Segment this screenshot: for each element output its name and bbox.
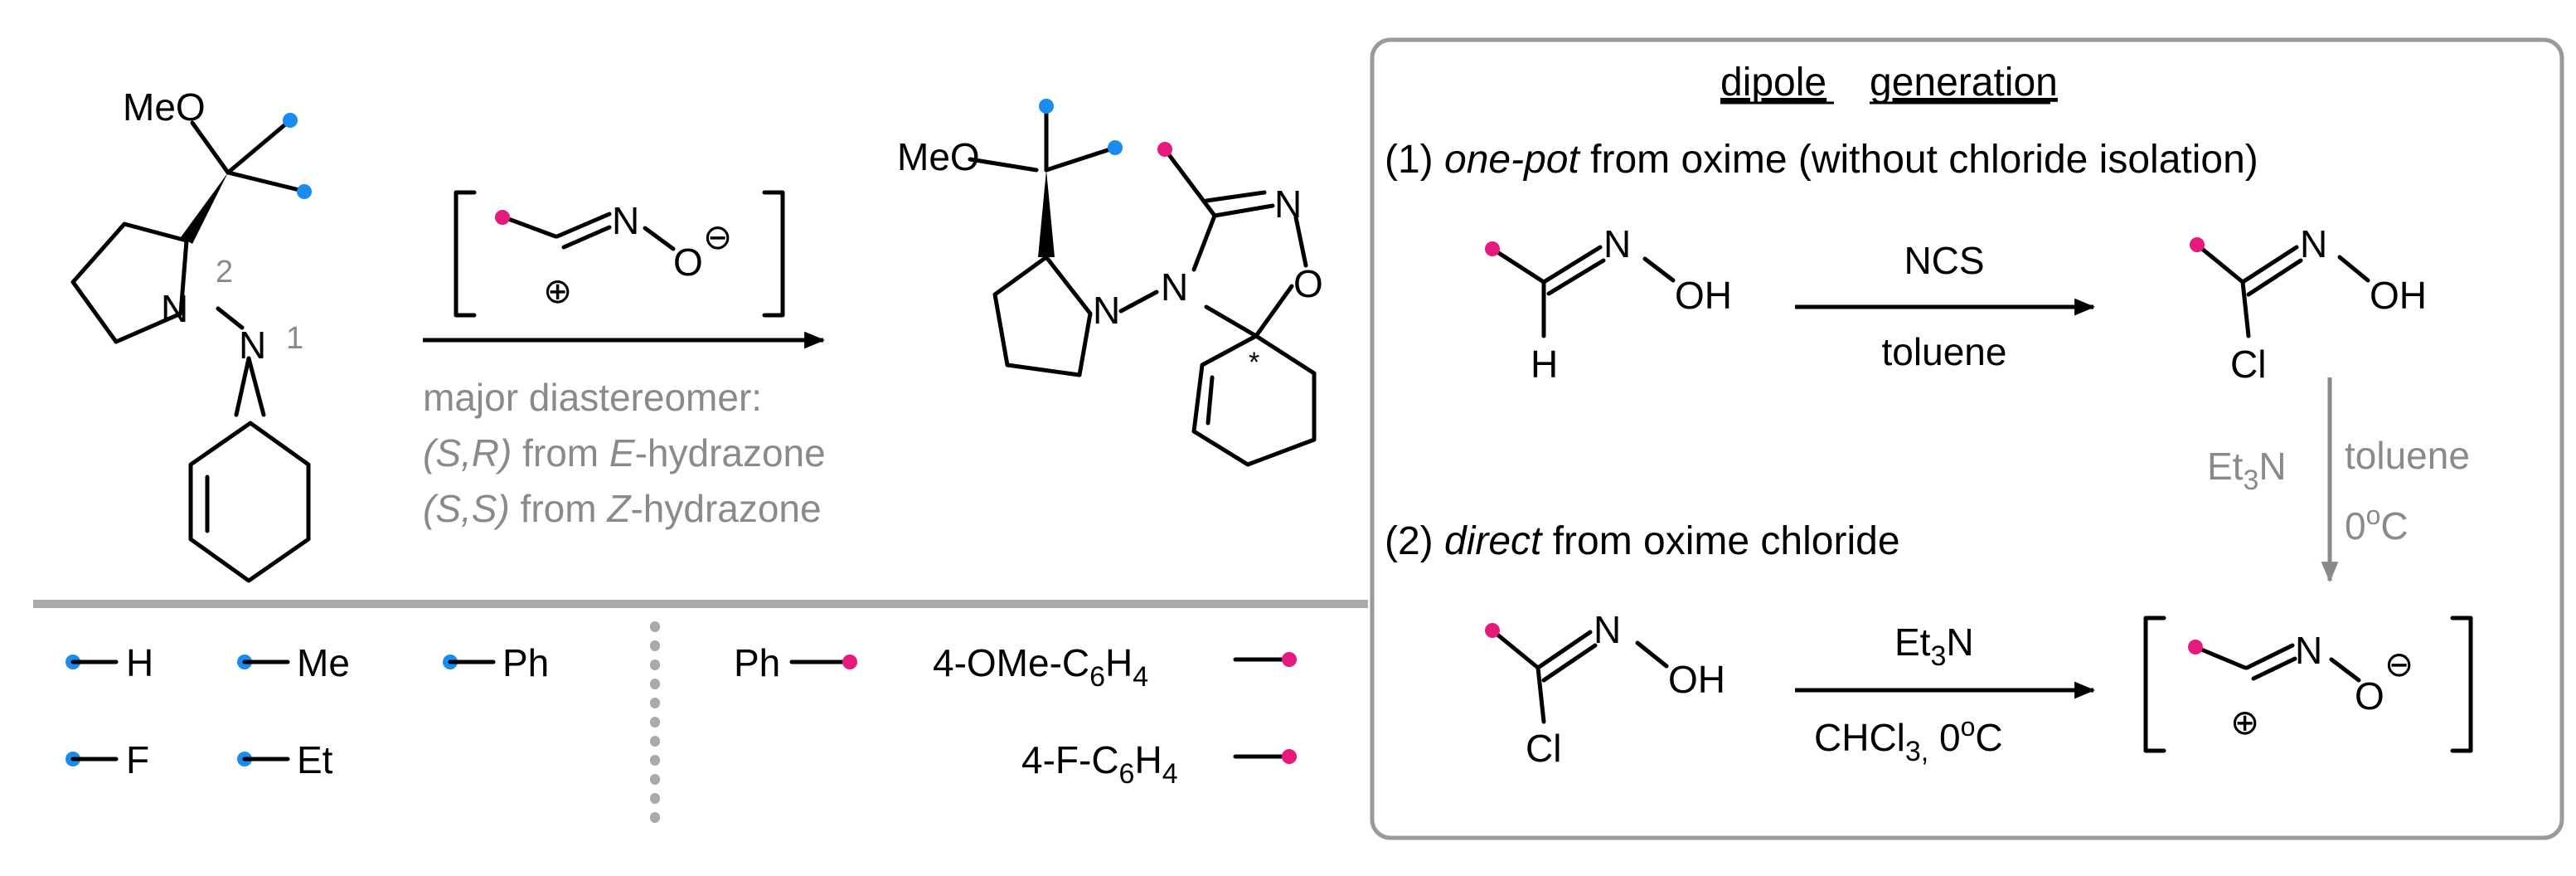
legend-blue-h: H [126,641,153,684]
legend-blue-ph: Ph [502,641,549,684]
product-structure [968,104,1317,467]
minus-charge-icon: ⊖ [703,217,732,256]
nitrile-oxide-minus-icon: ⊖ [2384,645,2413,684]
aldoxime-h: H [1531,343,1558,386]
legend-pink-ome-phenyl: 4-OMe-C6H4 [933,641,1148,693]
chloro-oxime-cl: Cl [2230,343,2266,386]
solvent-toluene-1: toluene [1882,330,2007,373]
hydrazone-n2-number: 2 [216,255,233,290]
nitrile-oxide-product [2143,616,2473,753]
plus-charge-icon: ⊕ [543,271,572,310]
chloro-oxime-n: N [2300,222,2327,265]
base-et3n-grey: Et3N [2207,445,2287,496]
route-2-heading: (2) direct from oxime chloride [1385,519,1900,563]
pink-substituent-dot [2190,237,2205,252]
chloro-oxime-oh: OH [2370,274,2427,317]
pink-substituent-dot [495,210,510,225]
aldoxime-oh: OH [1675,274,1732,317]
solvent-toluene-2: toluene [2345,434,2470,477]
hydrazone-structure: MeO [70,85,311,583]
legend-blue-me: Me [297,641,350,684]
chloro-oxime-2-structure [1490,628,1669,724]
dipole-generation-panel [1370,37,2564,840]
legend-pink-ph: Ph [734,641,780,684]
product-imine-n: N [1274,182,1302,226]
legend-blue-et: Et [297,738,333,781]
hydrazone-n1-label: N [239,324,266,367]
temperature-grey: 0oC [2345,500,2409,548]
product-ring-o: O [1293,262,1323,305]
nitrile-oxide-plus-icon: ⊕ [2230,703,2259,742]
nitrile-oxide-o: O [2355,674,2384,718]
solvent-chcl3-temp: CHCl3, 0oC [1814,712,2003,767]
aldoxime-n: N [1603,222,1631,265]
product-meo-label: MeO [897,135,980,178]
reagent-n-label: N [612,199,639,242]
diastereomer-line-sr: (S,R) from E-hydrazone [423,431,826,474]
hydrazone-n1-number: 1 [286,321,303,356]
nitrile-oxide-reagent [454,190,785,318]
chloro-oxime-2-n: N [1594,608,1621,651]
panel-title-dipole: dipole [1720,61,1826,105]
diastereomer-heading: major diastereomer: [423,376,762,419]
nitrile-oxide-n: N [2295,629,2322,672]
stereocenter-asterisk: * [1249,347,1259,378]
blue-substituent-dot [297,184,312,199]
pink-substituent-dot [1157,142,1172,157]
panel-title-generation: generation [1870,61,2058,105]
chloro-oxime-structure [2195,242,2370,338]
blue-substituent-dot [283,113,298,128]
reagent-o-label: O [673,241,703,284]
reagent-ncs: NCS [1904,239,1984,282]
chloro-oxime-2-oh: OH [1668,658,1725,701]
reagent-et3n: Et3N [1894,620,1974,672]
pink-substituent-dot [1485,241,1500,256]
product-pyrrolidine-n: N [1093,289,1120,332]
chloro-oxime-2-cl: Cl [1526,727,1561,770]
pink-substituent-dot [2188,640,2203,655]
pink-legend [789,652,1297,764]
legend-pink-f-phenyl: 4-F-C6H4 [1021,738,1178,790]
product-ring-n: N [1161,265,1188,309]
pink-substituent-dot [1485,623,1500,638]
hydrazone-n2-label: N [161,287,188,330]
diastereomer-line-ss: (S,S) from Z-hydrazone [423,487,822,530]
blue-legend [65,655,496,766]
blue-substituent-dot [1039,99,1054,114]
blue-substituent-dot [1108,140,1123,155]
legend-blue-f: F [126,738,149,781]
aldoxime-structure [1490,245,1676,338]
route-1-heading: (1) one-pot from oxime (without chloride… [1385,138,2258,182]
